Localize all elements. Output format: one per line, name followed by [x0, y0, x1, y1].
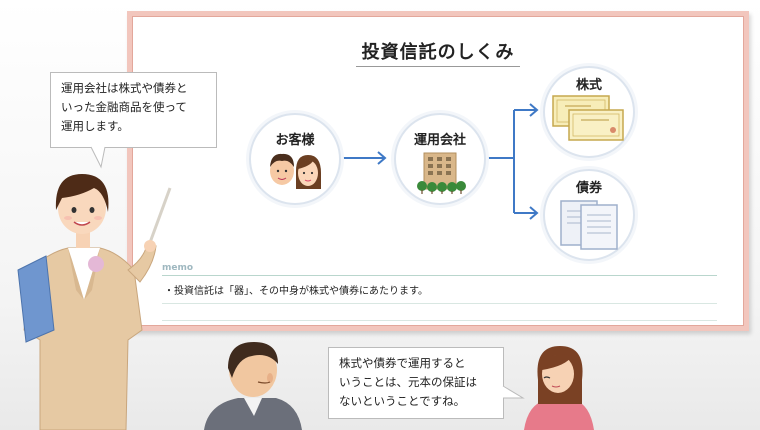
- customer-label: お客様: [275, 133, 315, 148]
- memo-blank-line: [162, 304, 717, 321]
- diagram-title: 投資信託のしくみ: [132, 38, 744, 67]
- bond-certificates-icon: [560, 200, 618, 250]
- presenter-speech-line-1: 運用会社は株式や債券と: [61, 81, 188, 95]
- bonds-node: 債券: [543, 169, 635, 261]
- office-building-icon: [417, 152, 466, 194]
- memo-area: memo ・投資信託は「器」、その中身が株式や債券にあたります。: [162, 263, 717, 321]
- customer-speech-line-2: いうことは、元本の保証は: [339, 375, 477, 389]
- customer-speech-line-3: ないということですね。: [339, 394, 466, 408]
- bubble-tail: [90, 146, 106, 169]
- memo-text: ・投資信託は「器」、その中身が株式や債券にあたります。: [162, 276, 717, 304]
- company-label: 運用会社: [413, 133, 466, 148]
- customer-speech-line-1: 株式や債券で運用すると: [339, 356, 466, 370]
- stocks-node: 株式: [543, 66, 635, 158]
- stocks-label: 株式: [575, 78, 602, 93]
- presenter-speech-line-3: 運用します。: [61, 119, 129, 133]
- presenter-speech-line-2: いった金融商品を使って: [61, 100, 187, 114]
- company-node: 運用会社: [394, 113, 486, 205]
- customer-speech-bubble: 株式や債券で運用すると いうことは、元本の保証は ないということですね。: [328, 347, 525, 419]
- customer-woman-illustration: [524, 346, 594, 430]
- stock-certificates-icon: [552, 95, 624, 141]
- customer-node: お客様: [249, 113, 341, 205]
- whiteboard: 投資信託のしくみ お客様: [127, 11, 749, 331]
- memo-label: memo: [162, 263, 194, 273]
- bubble-tail: [502, 385, 525, 399]
- presenter-woman-illustration: [17, 174, 172, 430]
- presenter-speech-bubble: 運用会社は株式や債券と いった金融商品を使って 運用します。: [50, 72, 217, 169]
- flow-arrows: [340, 103, 539, 220]
- memo-divider: [162, 275, 717, 276]
- bonds-label: 債券: [575, 181, 602, 196]
- customers-icon: [270, 153, 321, 189]
- customer-man-illustration: [204, 342, 302, 430]
